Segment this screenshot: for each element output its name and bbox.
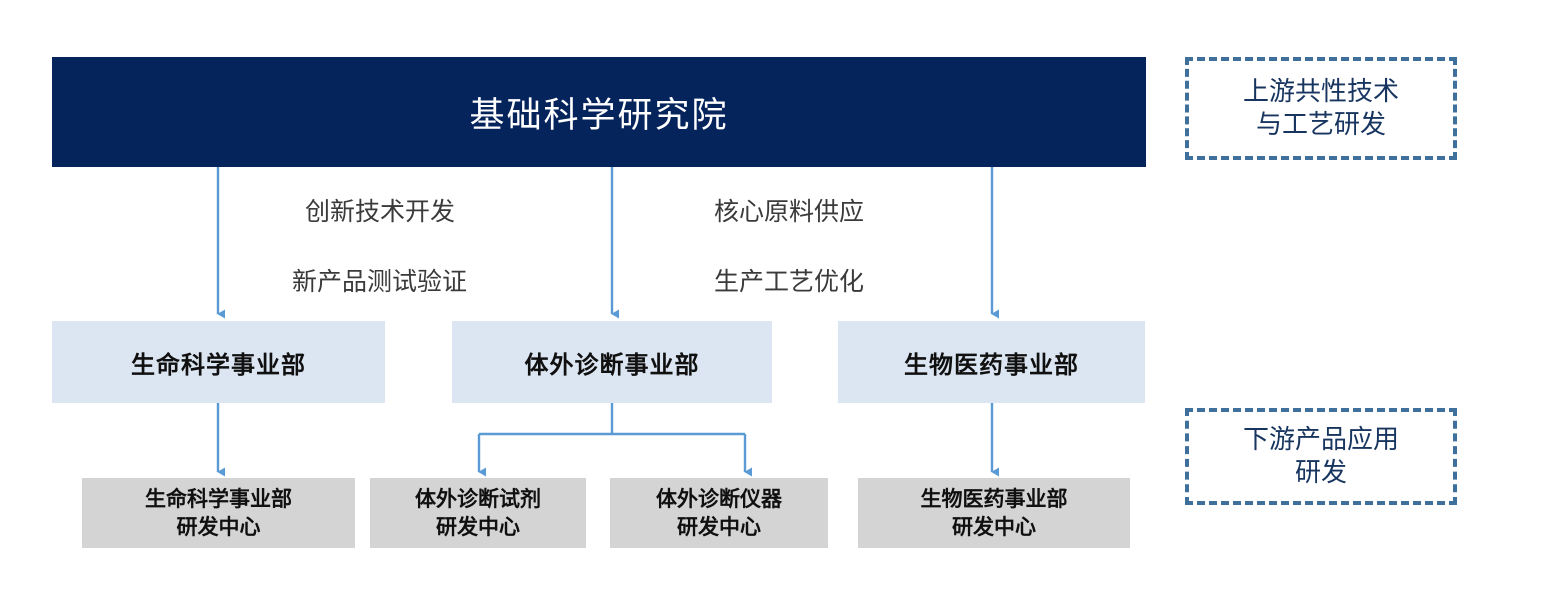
division-label-ivd: 体外诊断事业部 — [524, 352, 700, 379]
center-ivd-reagent-line2: 研发中心 — [436, 515, 520, 539]
stage-downstream-line2: 研发 — [1294, 457, 1347, 487]
stage-upstream-line1: 上游共性技术 — [1242, 77, 1399, 106]
division-box-biopharma[interactable]: 生物医药事业部 — [838, 321, 1145, 403]
research-institute-banner: 基础科学研究院 — [52, 57, 1146, 167]
center-life-science-line1: 生命科学事业部 — [145, 486, 292, 511]
banner-title: 基础科学研究院 — [469, 95, 729, 135]
division-box-life-science[interactable]: 生命科学事业部 — [52, 321, 385, 403]
center-life-science-line2: 研发中心 — [176, 515, 261, 539]
division-label-life-science: 生命科学事业部 — [131, 352, 306, 379]
flow-label-right-bottom: 生产工艺优化 — [714, 269, 865, 296]
center-ivd-instrument-line1: 体外诊断仪器 — [656, 486, 782, 511]
flow-label-left-top: 创新技术开发 — [305, 199, 456, 226]
center-biopharma-line1: 生物医药事业部 — [920, 486, 1068, 511]
center-ivd-instrument-line2: 研发中心 — [677, 515, 761, 539]
center-box-life-science[interactable]: 生命科学事业部 研发中心 — [82, 478, 355, 548]
center-box-biopharma[interactable]: 生物医药事业部 研发中心 — [858, 478, 1130, 548]
division-label-biopharma: 生物医药事业部 — [904, 352, 1079, 379]
center-ivd-reagent-line1: 体外诊断试剂 — [415, 486, 541, 511]
division-box-ivd[interactable]: 体外诊断事业部 — [452, 321, 772, 403]
center-biopharma-line2: 研发中心 — [952, 515, 1036, 539]
stage-callout-downstream: 下游产品应用 研发 — [1185, 408, 1457, 505]
flow-label-left-bottom: 新产品测试验证 — [292, 269, 468, 296]
stage-upstream-line2: 与工艺研发 — [1255, 109, 1386, 139]
center-box-ivd-instrument[interactable]: 体外诊断仪器 研发中心 — [610, 478, 828, 548]
stage-callout-upstream: 上游共性技术 与工艺研发 — [1185, 57, 1457, 160]
flow-label-right-top: 核心原料供应 — [714, 199, 865, 226]
center-box-ivd-reagent[interactable]: 体外诊断试剂 研发中心 — [370, 478, 586, 548]
stage-downstream-line1: 下游产品应用 — [1242, 425, 1399, 454]
